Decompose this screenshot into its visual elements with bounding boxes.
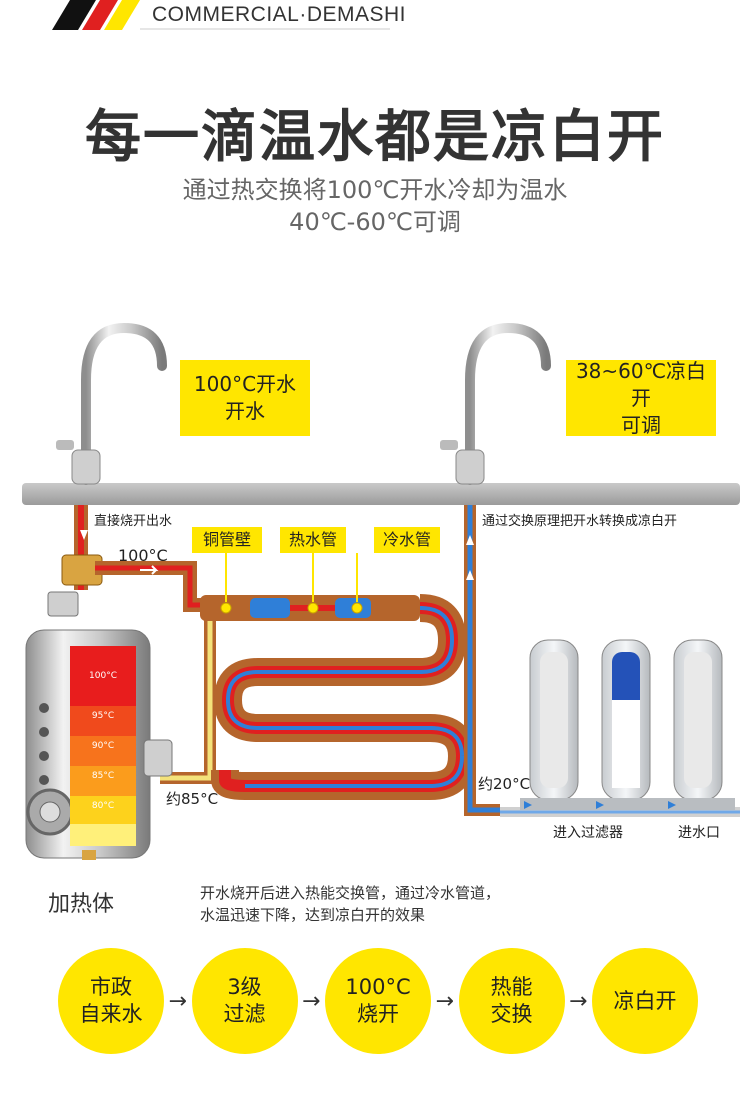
process-step-1-line-1: 市政 (90, 975, 132, 999)
process-step-4-line-2: 交换 (490, 1002, 533, 1026)
process-flow: 市政 自来水 → 3级 过滤 → 100°C 烧开 → 热能 交换 → 凉白开 (58, 946, 698, 1056)
process-step-3-line-1: 100°C (345, 975, 411, 999)
faucet-left-icon (56, 322, 167, 485)
process-arrow-icon: → (168, 988, 187, 1014)
process-step-4-line-1: 热能 (490, 975, 533, 999)
gauge-label-85: 85°C (91, 771, 115, 781)
enter-filter-label: 进入过滤器 (553, 825, 623, 841)
valve-icon (47, 554, 103, 617)
faucet-left-label-line-2: 开水 (225, 399, 265, 423)
gauge-label-100: 100°C (89, 671, 117, 681)
page-title: 每一滴温水都是凉白开 (85, 105, 665, 170)
temp-20-label: 约20°C (478, 775, 531, 793)
process-arrow-icon: → (435, 988, 454, 1014)
faucet-left-label: 100°C开水 开水 (180, 360, 310, 436)
brand-stripes (52, 0, 390, 30)
gauge-label-80: 80°C (91, 801, 115, 811)
inlet-label: 进水口 (678, 825, 720, 841)
cold-pipe-tag: 冷水管 (374, 527, 440, 553)
brand-name: COMMERCIAL·DEMASHI (152, 3, 407, 26)
process-step-2-line-2: 过滤 (223, 1002, 266, 1026)
description-line-1: 开水烧开后进入热能交换管，通过冷水管道， (200, 884, 501, 902)
temp-100-label: 100°C (118, 546, 168, 565)
process-step-exchange: 热能 交换 (458, 948, 565, 1054)
copper-wall-tag: 铜管壁 (192, 527, 262, 553)
description-line-2: 水温迅速下降，达到凉白开的效果 (200, 906, 426, 924)
gauge-level-3 (70, 736, 136, 766)
subtitle-line-1: 通过热交换将100℃开水冷却为温水 (182, 176, 568, 204)
direct-boil-label: 直接烧开出水 (94, 514, 173, 529)
process-step-filter: 3级 过滤 (191, 948, 298, 1054)
gauge-label-95: 95°C (91, 711, 115, 721)
filter-cartridge-1-icon (529, 639, 579, 801)
exchange-principle-label: 通过交换原理把开水转换成凉白开 (482, 514, 678, 529)
faucet-right-label: 38~60℃凉白开 可调 (566, 358, 716, 437)
faucet-right-label-line-2: 可调 (621, 412, 661, 437)
serpentine-coil (211, 594, 477, 800)
process-step-boil: 100°C 烧开 (325, 948, 431, 1054)
countertop (22, 483, 740, 505)
faucet-right-label-line-1: 38~60℃凉白开 (575, 358, 707, 410)
process-step-tap-water: 市政 自来水 (58, 948, 164, 1054)
process-step-5-line-1: 凉白开 (613, 988, 677, 1013)
process-step-1-line-2: 自来水 (79, 1002, 143, 1026)
process-step-cool-boiled-water: 凉白开 (592, 948, 698, 1054)
filter-cartridge-2-icon (601, 639, 651, 801)
gauge-label-90: 90°C (91, 741, 115, 751)
subtitle-line-2: 40℃-60℃可调 (289, 208, 461, 236)
process-arrow-icon: → (302, 988, 321, 1014)
description: 开水烧开后进入热能交换管，通过冷水管道， 水温迅速下降，达到凉白开的效果 (200, 882, 500, 926)
process-step-3-line-2: 烧开 (357, 1002, 399, 1026)
faucet-right-icon (440, 322, 551, 485)
process-step-2-line-1: 3级 (227, 975, 262, 999)
heater-label: 加热体 (48, 892, 115, 917)
heater-gauge: 100°C 95°C 90°C 85°C 80°C (70, 646, 136, 811)
gauge-level-2 (70, 706, 136, 736)
hot-pipe-tag: 热水管 (280, 527, 346, 553)
heat-exchange-diagram (22, 322, 740, 860)
gauge-level-4 (70, 766, 136, 796)
gauge-level-5 (70, 796, 136, 824)
process-arrow-icon: → (569, 988, 588, 1014)
gauge-level-1 (70, 646, 136, 706)
cool-outlet-pipe (464, 505, 500, 816)
temp-85-label: 约85°C (166, 790, 219, 808)
faucet-left-label-line-1: 100°C开水 (193, 372, 297, 396)
filter-cartridge-3-icon (673, 639, 723, 801)
